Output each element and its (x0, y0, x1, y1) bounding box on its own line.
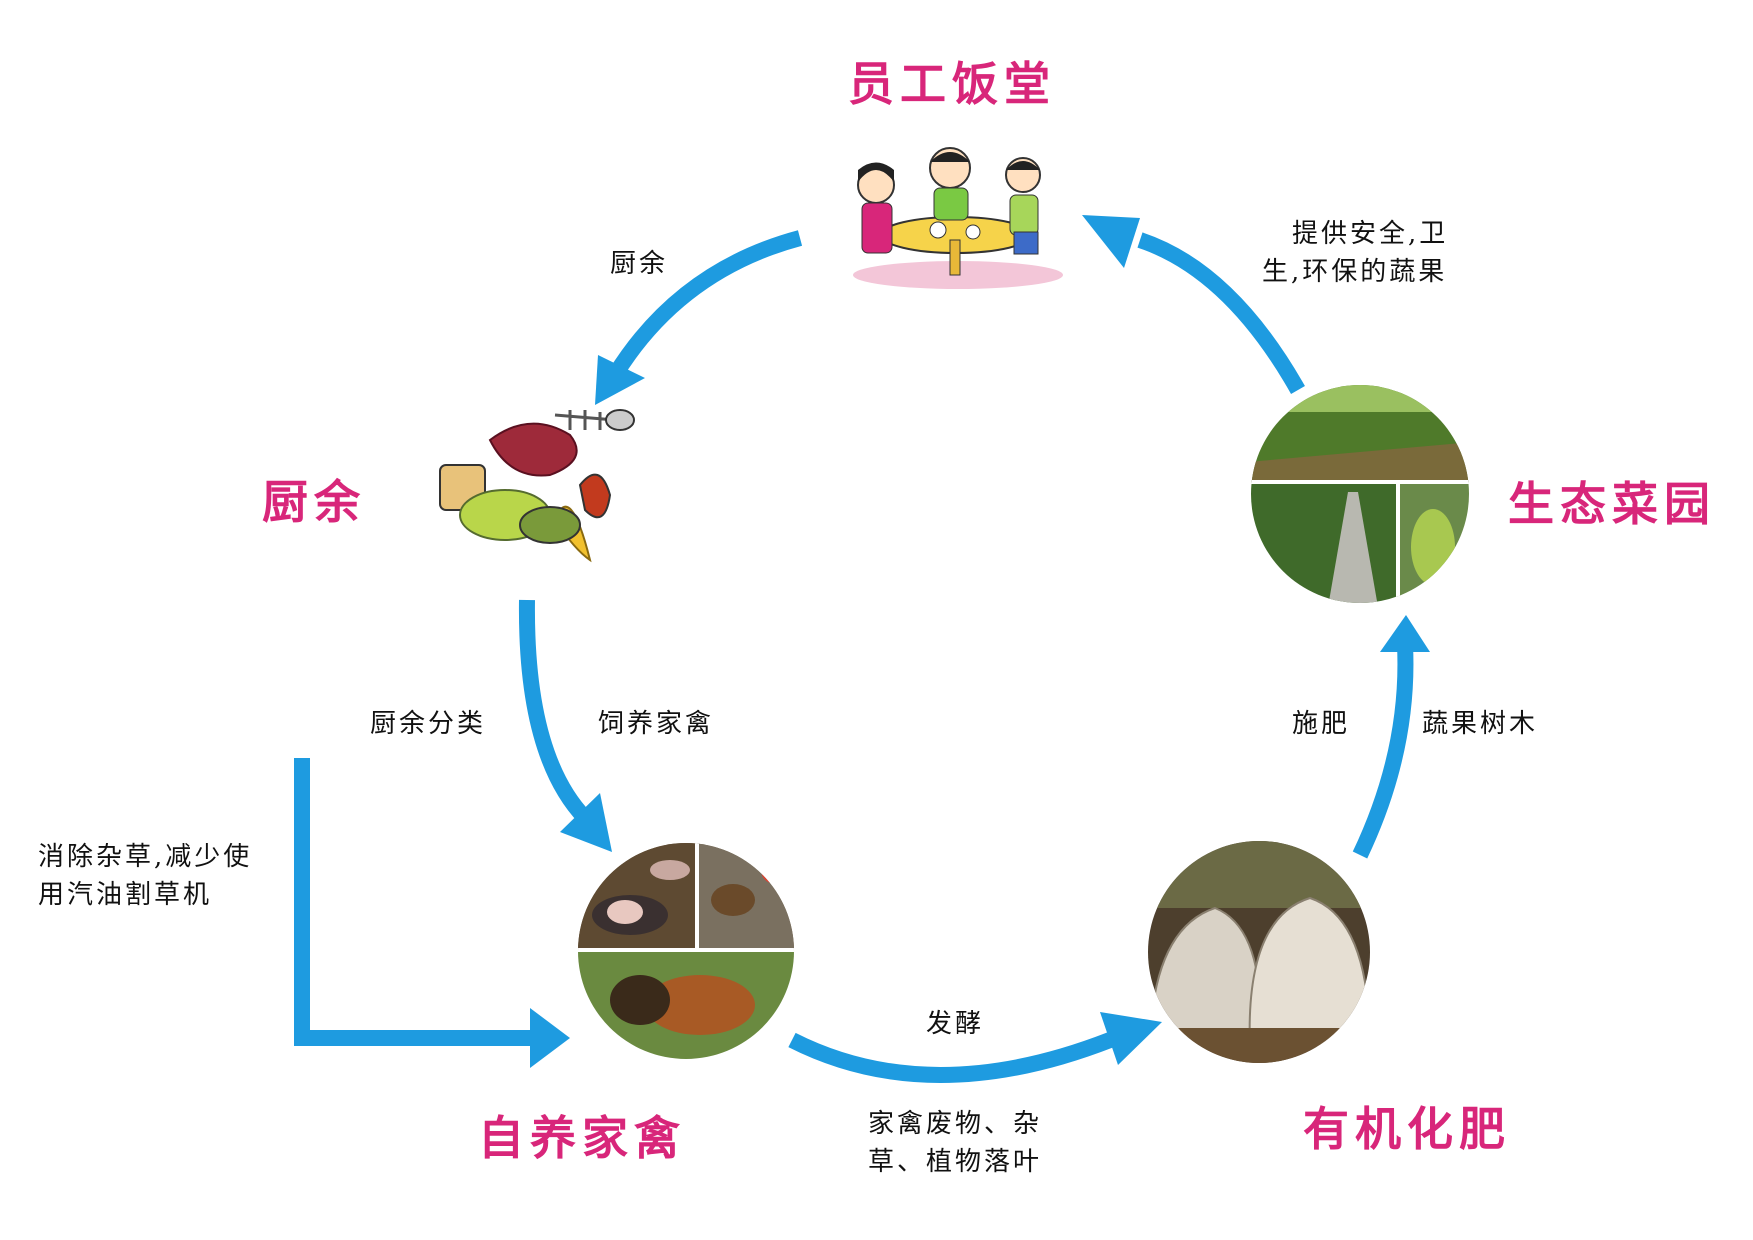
arrowhead-garden (1380, 615, 1430, 652)
arrowhead-livestock (560, 793, 612, 852)
label-ferment: 发酵 (926, 1009, 985, 1039)
node-title-garden: 生态菜园 (1508, 477, 1716, 531)
label-supply-line-2: 生,环保的蔬果 (1262, 257, 1448, 287)
kitchen-waste-illustration (439, 409, 635, 563)
label-weeding-line-1: 消除杂草,减少使 (38, 842, 253, 872)
arrow-fertilizer-to-garden (1352, 644, 1414, 859)
arrow-garden-to-canteen (1137, 232, 1305, 394)
fertilizer-photo (1148, 841, 1370, 1063)
arrow-waste-to-livestock (518, 599, 591, 824)
node-title-canteen: 员工饭堂 (848, 57, 1056, 111)
arrowhead-fertilizer (1100, 1012, 1162, 1065)
arrow-weeding (294, 758, 535, 1046)
label-ferment-inputs-line-1: 家禽废物、杂 (868, 1109, 1043, 1139)
livestock-photo (578, 843, 794, 1059)
node-title-fertilizer: 有机化肥 (1303, 1102, 1511, 1156)
node-title-kitchen-waste: 厨余 (262, 475, 366, 529)
arrow-canteen-to-waste (608, 230, 803, 380)
node-title-livestock: 自养家禽 (478, 1111, 686, 1165)
label-ferment-inputs-line-2: 草、植物落叶 (868, 1147, 1043, 1177)
arrowhead-waste (595, 355, 645, 405)
arrowhead-canteen (1082, 215, 1140, 268)
label-ferment-inputs: 家禽废物、杂 草、植物落叶 (868, 1105, 1042, 1181)
label-fruit-trees: 蔬果树木 (1422, 709, 1539, 739)
label-sorting: 厨余分类 (370, 709, 487, 739)
arrow-livestock-to-fertilizer (788, 1032, 1113, 1083)
garden-photo (1251, 385, 1469, 603)
label-canteen-to-waste: 厨余 (610, 249, 669, 279)
label-supply: 提供安全,卫 生,环保的蔬果 (1262, 215, 1448, 291)
arrowhead-weeding (530, 1008, 570, 1068)
canteen-illustration (853, 147, 1063, 289)
label-feeding: 饲养家禽 (598, 709, 715, 739)
label-supply-line-1: 提供安全,卫 (1292, 219, 1449, 249)
label-weeding-line-2: 用汽油割草机 (38, 880, 213, 910)
label-fertilize: 施肥 (1292, 709, 1351, 739)
label-weeding: 消除杂草,减少使 用汽油割草机 (38, 838, 252, 914)
